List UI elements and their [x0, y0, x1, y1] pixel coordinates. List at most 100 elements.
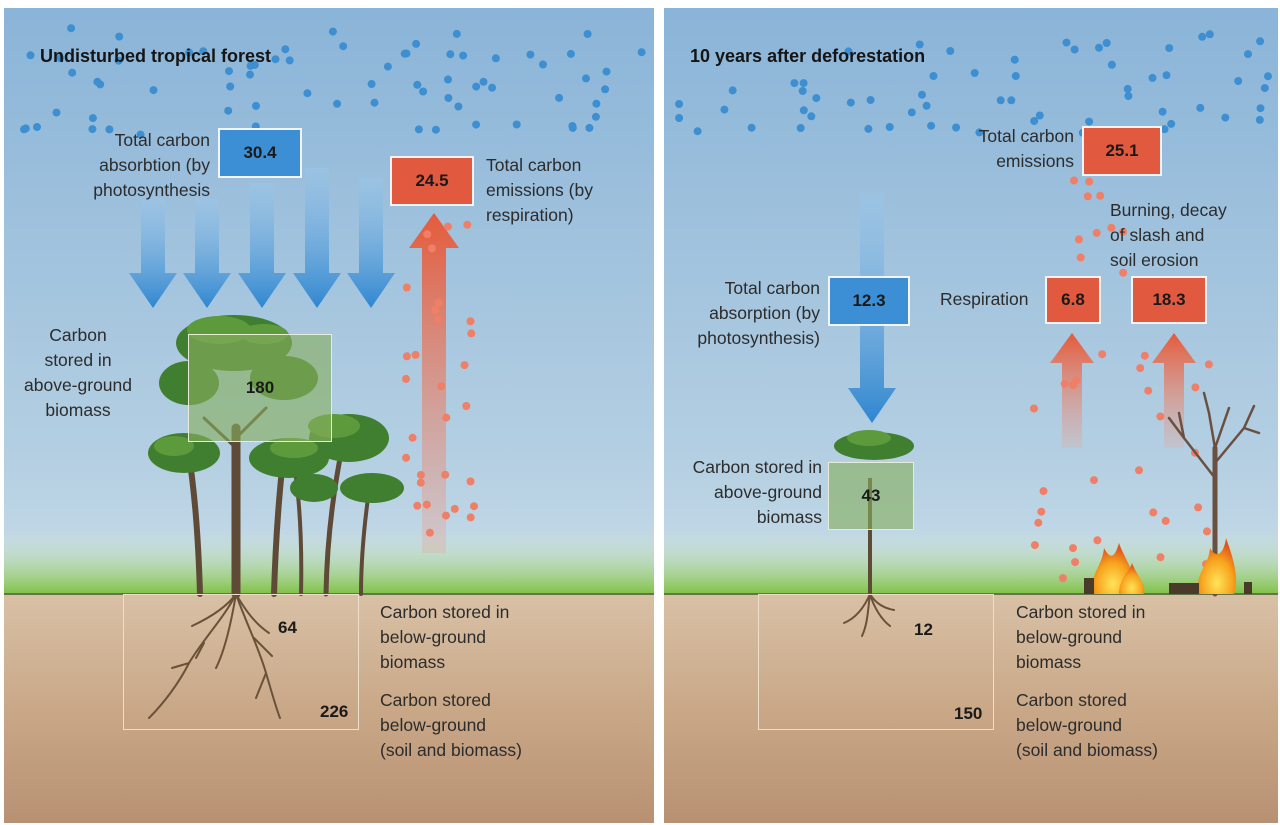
carbon-dot: [1144, 386, 1153, 395]
carbon-dot: [444, 94, 453, 102]
carbon-dot: [512, 120, 521, 129]
carbon-dot: [952, 123, 961, 132]
carbon-dot: [526, 50, 535, 59]
carbon-dot: [252, 101, 260, 110]
carbon-dot: [463, 220, 472, 229]
carbon-dot: [790, 79, 799, 88]
carbon-dot: [1205, 30, 1214, 39]
carbon-dot: [927, 121, 936, 130]
carbon-dot: [975, 128, 984, 137]
carbon-dot: [226, 82, 235, 91]
carbon-dot: [1058, 574, 1067, 583]
carbon-dot: [1203, 527, 1211, 536]
fire: [1084, 538, 1252, 594]
below-ground-box: [758, 594, 994, 730]
below-biomass-value: 64: [278, 618, 297, 637]
carbon-dot: [1260, 84, 1269, 93]
carbon-dot: [454, 102, 463, 111]
carbon-dot: [675, 100, 684, 108]
carbon-dot: [33, 123, 41, 131]
burning-label: Burning, decay of slash and soil erosion: [1110, 200, 1227, 270]
carbon-dot: [1011, 72, 1020, 80]
panel-after-deforestation: 10 years after deforestation Total carbo…: [664, 8, 1278, 823]
above-ground-label: Carbon stored in above-ground biomass: [692, 457, 822, 527]
carbon-dot: [1039, 487, 1048, 496]
carbon-dot: [1148, 73, 1157, 82]
carbon-dot: [149, 86, 158, 95]
below-total-value: 150: [954, 704, 983, 723]
carbon-dot: [416, 470, 425, 479]
carbon-dot: [443, 222, 452, 231]
carbon-dot: [1072, 376, 1081, 385]
carbon-dot: [285, 56, 294, 65]
carbon-dot: [1076, 253, 1085, 262]
carbon-dot: [452, 29, 461, 38]
carbon-dot: [1167, 119, 1176, 128]
carbon-dot: [434, 298, 443, 307]
carbon-dot: [441, 470, 450, 479]
carbon-dot: [807, 112, 816, 121]
carbon-dot: [1256, 37, 1265, 46]
carbon-dot: [1037, 507, 1046, 516]
carbon-dot: [555, 93, 564, 102]
respiration-label: Respiration: [940, 289, 1029, 309]
carbon-dot: [812, 94, 821, 103]
absorption-arrows: [129, 168, 395, 308]
carbon-dot: [1007, 96, 1016, 105]
carbon-dot: [423, 230, 432, 239]
carbon-dot: [1107, 60, 1116, 69]
carbon-dot: [56, 54, 65, 63]
below-biomass-label: Carbon stored in below-ground biomass: [380, 602, 510, 672]
carbon-dot: [199, 47, 208, 56]
carbon-dot: [1198, 32, 1207, 41]
carbon-dot: [996, 96, 1005, 105]
carbon-dot: [1234, 77, 1243, 85]
carbon-dot: [68, 68, 77, 77]
below-total-label: Carbon stored below-ground (soil and bio…: [1016, 690, 1158, 760]
carbon-dot: [1158, 107, 1167, 116]
carbon-dot: [864, 124, 873, 133]
carbon-dot: [568, 123, 577, 132]
carbon-dot: [907, 108, 916, 117]
carbon-dot: [1162, 71, 1171, 80]
carbon-dot: [479, 77, 488, 86]
carbon-dot: [224, 106, 233, 115]
carbon-dot: [946, 47, 955, 55]
carbon-dot: [246, 70, 254, 79]
carbon-dot: [1161, 516, 1170, 525]
carbon-dot: [1093, 536, 1102, 545]
tree-roots: [148, 593, 281, 719]
carbon-dot: [93, 77, 102, 86]
carbon-dot: [1071, 558, 1080, 567]
carbon-dot: [442, 413, 451, 422]
carbon-dot: [1123, 84, 1132, 93]
carbon-dot: [21, 124, 30, 133]
carbon-dot: [185, 48, 194, 57]
carbon-dot: [472, 82, 481, 91]
carbon-dot: [437, 382, 446, 391]
carbon-dot: [799, 106, 808, 115]
carbon-dot: [488, 83, 497, 92]
carbon-dot: [918, 90, 926, 99]
carbon-dot: [846, 98, 855, 107]
carbon-dot: [1140, 351, 1149, 360]
carbon-dot: [1149, 508, 1158, 517]
carbon-dot: [844, 47, 853, 56]
carbon-dot: [434, 315, 443, 324]
carbon-dot: [720, 105, 729, 114]
carbon-dot: [866, 96, 875, 104]
absorption-label: Total carbon absorption (by photosynthes…: [697, 278, 820, 348]
carbon-dot: [915, 40, 924, 49]
carbon-dot: [367, 80, 376, 88]
below-total-label: Carbon stored below-ground (soil and bio…: [380, 690, 522, 760]
carbon-dot: [922, 101, 931, 110]
carbon-dot: [26, 51, 35, 60]
carbon-dot: [470, 502, 478, 511]
carbon-dot: [601, 85, 610, 94]
panel-title: 10 years after deforestation: [690, 46, 926, 66]
carbon-dot: [1098, 350, 1107, 359]
carbon-dot: [472, 120, 481, 129]
carbon-dot: [419, 87, 428, 96]
carbon-dot: [402, 352, 411, 361]
carbon-dot: [416, 478, 425, 487]
